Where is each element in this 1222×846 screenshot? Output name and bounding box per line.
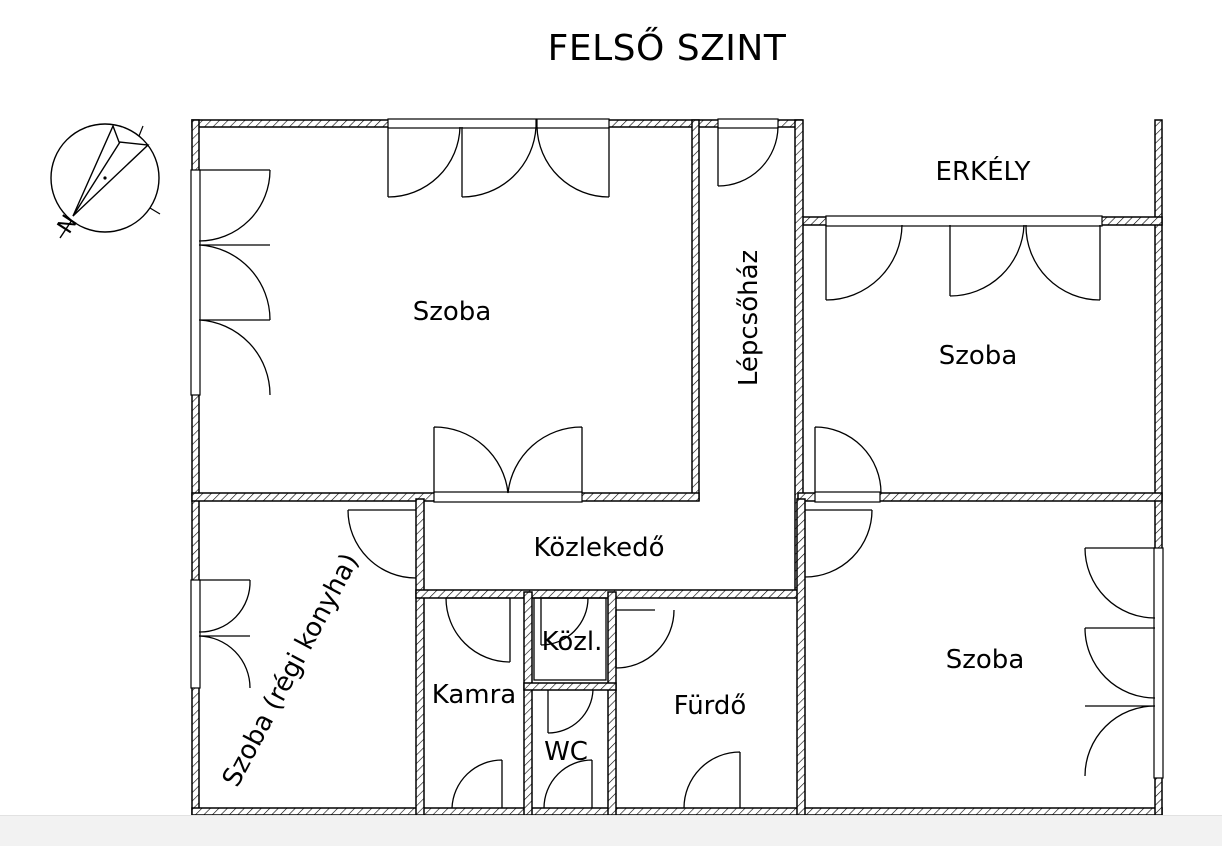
door-top-1: [387, 126, 461, 198]
label-szoba-jobb-also: Szoba: [946, 645, 1025, 675]
wall-kozl-bottom: [523, 682, 617, 691]
plan-title: FELSŐ SZINT: [547, 28, 787, 69]
wall-kamra-right: [523, 591, 533, 816]
opening-left-2: [190, 579, 201, 689]
door-kitchen: [347, 509, 417, 579]
door-kamra: [445, 597, 511, 663]
label-szoba-nagy: Szoba: [413, 297, 492, 327]
label-wc: WC: [544, 737, 588, 767]
north-arrow-icon: [50, 123, 161, 239]
door-top-3: [536, 126, 610, 198]
opening-top-1: [387, 118, 537, 129]
door-top-2: [461, 126, 537, 198]
label-szoba-jobb-felso: Szoba: [939, 341, 1018, 371]
door-right-1: [1084, 547, 1156, 619]
doors: [198, 126, 1156, 809]
door-furdo-top: [615, 609, 675, 669]
door-stair-top: [717, 126, 779, 187]
openings: [190, 118, 1164, 779]
door-mid-2: [507, 426, 583, 494]
door-left-3: [198, 319, 271, 396]
compass-label: N: [53, 211, 83, 238]
label-erkely: ERKÉLY: [936, 155, 1031, 187]
opening-mid-big: [433, 491, 583, 503]
door-wc-bottom: [543, 759, 593, 809]
opening-mid-right: [814, 491, 881, 503]
door-wc: [547, 689, 594, 734]
opening-right-bottom: [1153, 547, 1164, 779]
door-mid-1: [433, 426, 509, 494]
door-right-mid: [814, 426, 882, 494]
wall-stair-left: [691, 119, 700, 501]
door-left-4: [198, 579, 251, 633]
label-furdo: Fürdő: [674, 691, 747, 721]
door-balcony-1: [825, 224, 903, 301]
label-lepcsohaz: Lépcsőház: [734, 250, 764, 386]
door-left-5: [198, 635, 251, 689]
opening-stair-top: [717, 118, 779, 129]
bottom-strip: [0, 815, 1222, 846]
opening-balcony: [825, 215, 1103, 227]
wall-corridor-left: [415, 498, 425, 816]
wall-outer-bottom: [191, 807, 1163, 816]
door-kamra-bottom: [451, 759, 503, 809]
label-kozl: Közl.: [542, 627, 603, 657]
door-right-3: [1084, 705, 1156, 777]
opening-top-2: [536, 118, 610, 129]
label-kamra: Kamra: [432, 680, 516, 710]
opening-left-1: [190, 169, 201, 396]
wall-right-lower: [796, 498, 806, 816]
door-left-2: [198, 244, 271, 321]
label-kozlekedo: Közlekedő: [533, 533, 664, 563]
door-balcony-3: [1025, 224, 1101, 301]
room-labels: Szoba Lépcsőház ERKÉLY Szoba Közlekedő S…: [217, 155, 1031, 792]
door-left-1: [198, 169, 271, 242]
wall-wc-right: [607, 591, 617, 816]
door-right-2: [1084, 627, 1156, 699]
door-kozl: [540, 597, 589, 646]
label-szoba-regi-konyha: Szoba (régi konyha): [217, 549, 365, 792]
wall-mid-right: [797, 492, 1163, 502]
door-balcony-2: [949, 224, 1025, 297]
door-right-lower: [804, 509, 873, 578]
door-furdo-bottom: [683, 751, 741, 809]
